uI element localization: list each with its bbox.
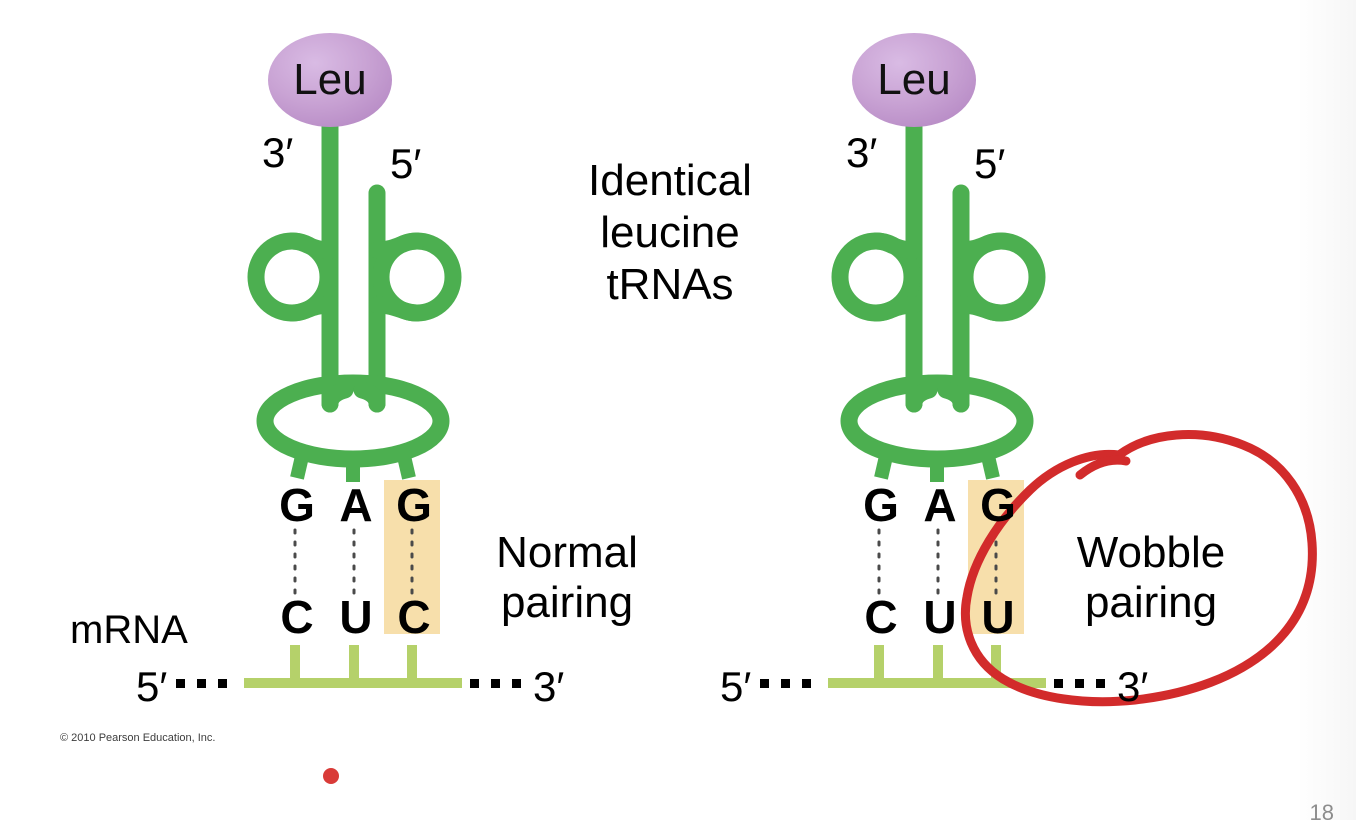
anticodon-base-3-right: G bbox=[980, 479, 1016, 531]
trna-left-anticodon-prongs bbox=[290, 450, 416, 482]
hand-drawn-red-circle-tail bbox=[1075, 455, 1131, 480]
anticodon-base-1-right: G bbox=[863, 479, 899, 531]
trna-3prime-label-left: 3′ bbox=[262, 129, 294, 176]
mrna-label: mRNA bbox=[70, 608, 188, 652]
amino-acid-leu-left bbox=[268, 33, 392, 127]
center-caption-line2: leucine bbox=[600, 208, 740, 257]
mrna-left-ellipsis-right bbox=[760, 679, 811, 688]
codon-base-3-right: U bbox=[981, 591, 1015, 643]
anticodon-base-2-right: A bbox=[923, 479, 957, 531]
codon-base-1-left: C bbox=[280, 591, 314, 643]
caption-normal-pairing-line2: pairing bbox=[500, 578, 634, 627]
trna-5prime-label-left: 5′ bbox=[390, 140, 422, 187]
anticodon-base-2-left: A bbox=[339, 479, 373, 531]
mrna-left-ellipsis-left bbox=[176, 679, 227, 688]
mrna-5prime-label-right: 5′ bbox=[720, 663, 752, 710]
codon-base-2-right: U bbox=[923, 591, 957, 643]
codon-base-1-right: C bbox=[864, 591, 898, 643]
copyright-notice: © 2010 Pearson Education, Inc. bbox=[60, 732, 216, 744]
center-caption-line3: tRNAs bbox=[606, 260, 734, 309]
mrna-5prime-label-left: 5′ bbox=[136, 663, 168, 710]
codon-base-2-left: U bbox=[339, 591, 373, 643]
page-number: 18 bbox=[1309, 800, 1334, 820]
mrna-backbone-right bbox=[828, 645, 1046, 688]
caption-wobble-pairing-line2: pairing bbox=[1084, 578, 1218, 627]
amino-acid-label-right: Leu bbox=[877, 55, 951, 104]
center-caption-line1: Identical bbox=[588, 156, 752, 205]
anticodon-base-1-left: G bbox=[279, 479, 315, 531]
trna-5prime-label-right: 5′ bbox=[974, 140, 1006, 187]
trna-right bbox=[831, 91, 1046, 468]
mrna-right-ellipsis-right bbox=[1054, 679, 1105, 688]
trna-right-anticodon-prongs bbox=[874, 450, 1000, 482]
mrna-backbone-left bbox=[244, 645, 462, 688]
hbond-lines-left bbox=[293, 528, 414, 596]
anticodon-base-3-left: G bbox=[396, 479, 432, 531]
amino-acid-label-left: Leu bbox=[293, 55, 367, 104]
mrna-right-ellipsis-left bbox=[470, 679, 521, 688]
caption-wobble-pairing-line1: Wobble bbox=[1076, 528, 1226, 577]
mrna-3prime-label-left: 3′ bbox=[533, 663, 565, 710]
hand-drawn-red-circle bbox=[960, 430, 1317, 707]
trna-3prime-label-right: 3′ bbox=[846, 129, 878, 176]
red-ink-dot bbox=[323, 768, 339, 784]
mrna-3prime-label-right: 3′ bbox=[1117, 663, 1149, 710]
codon-base-3-left: C bbox=[397, 591, 431, 643]
hbond-lines-right bbox=[877, 528, 998, 596]
amino-acid-leu-right bbox=[852, 33, 976, 127]
caption-normal-pairing-line1: Normal bbox=[496, 528, 638, 577]
